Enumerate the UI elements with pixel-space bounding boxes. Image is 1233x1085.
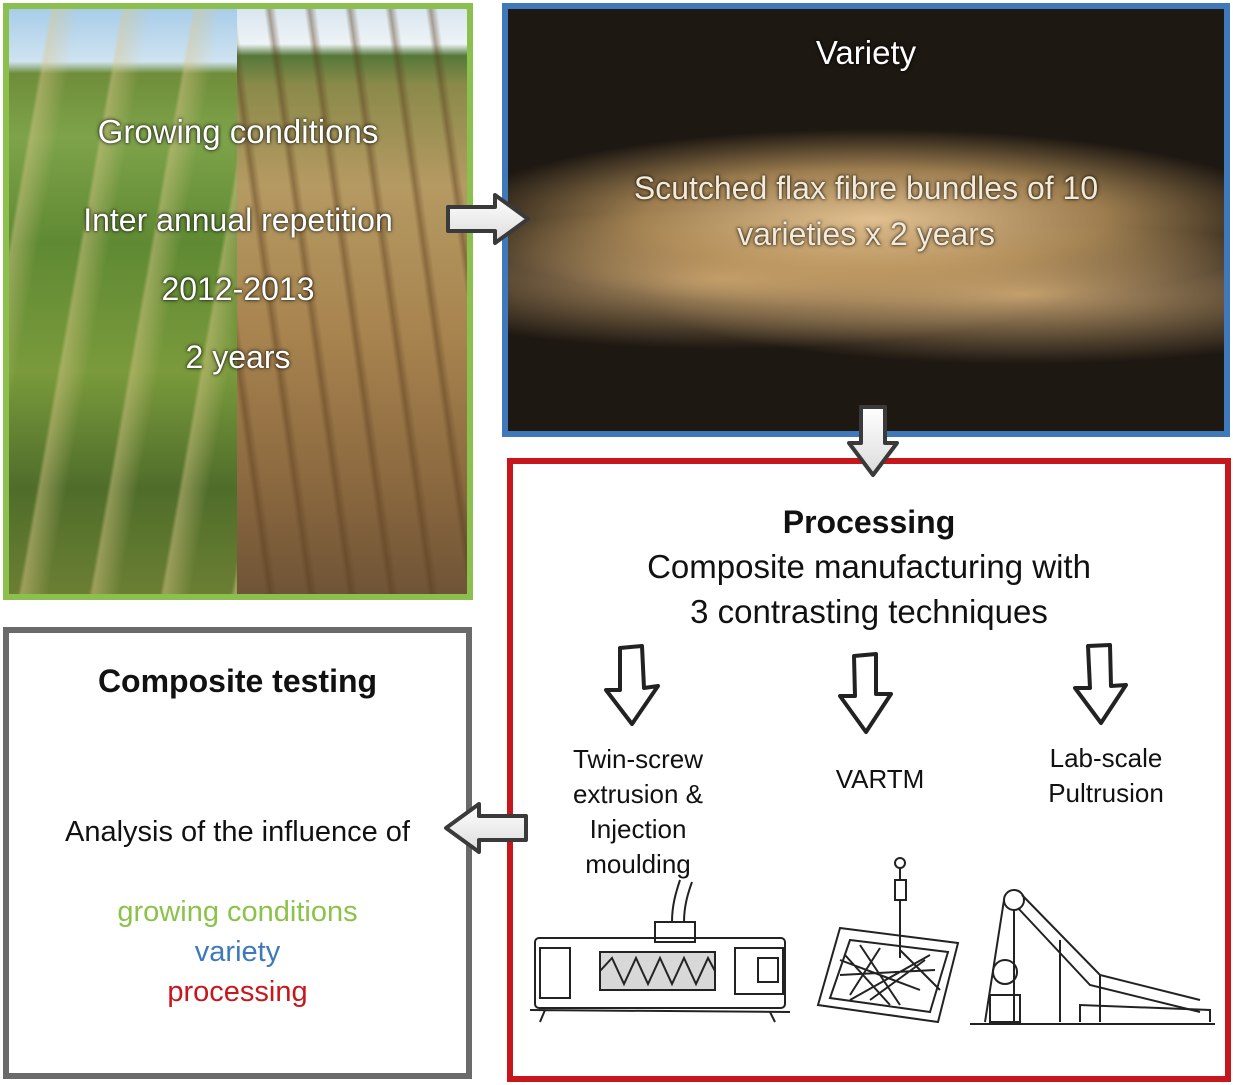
technique-line: Twin-screw: [572, 744, 703, 774]
arrow-left-icon: [444, 802, 528, 854]
technique-line: extrusion &: [572, 779, 704, 809]
arrow-right-icon: [446, 193, 530, 245]
growing-conditions-panel: Growing conditions Inter annual repetiti…: [3, 3, 473, 600]
growing-line-duration: 2 years: [185, 339, 291, 375]
technique-arrow-down-icon: [838, 652, 893, 734]
technique-line: Lab-scale: [1049, 743, 1163, 773]
technique-vartm-label: VARTM: [835, 764, 925, 794]
growing-conditions-title: Growing conditions: [97, 113, 379, 150]
technique-line: Injection: [589, 814, 687, 844]
composite-testing-title: Composite testing: [97, 663, 378, 699]
factor-variety: variety: [194, 936, 281, 968]
processing-title: Processing: [782, 504, 956, 540]
processing-line-manufacturing: Composite manufacturing with: [647, 548, 1091, 585]
variety-title: Variety: [815, 34, 917, 71]
factor-processing: processing: [167, 976, 308, 1008]
processing-line-techniques: 3 contrasting techniques: [690, 593, 1048, 630]
factor-growing-conditions: growing conditions: [117, 896, 358, 928]
analysis-text: Analysis of the influence of: [65, 816, 410, 848]
variety-line-bundles: Scutched flax fibre bundles of 10: [633, 170, 1099, 206]
flax-fibre-bundle-photo: [508, 99, 1224, 399]
variety-panel: Variety Scutched flax fibre bundles of 1…: [502, 3, 1230, 437]
technique-arrow-down-icon: [1073, 643, 1128, 725]
arrow-down-icon: [847, 405, 899, 477]
technique-arrow-down-icon: [604, 644, 660, 726]
technique-line: moulding: [585, 849, 691, 879]
technique-line: Pultrusion: [1048, 778, 1164, 808]
vartm-sketch-icon: [816, 857, 960, 1024]
growing-line-repetition: Inter annual repetition: [83, 202, 393, 238]
pultrusion-sketch-icon: [970, 889, 1215, 1025]
flax-field-green-photo: [9, 9, 237, 594]
flax-field-retted-photo: [237, 9, 467, 594]
growing-line-years-range: 2012-2013: [161, 271, 315, 307]
composite-testing-panel: Composite testing Analysis of the influe…: [3, 627, 472, 1079]
extruder-sketch-icon: [529, 879, 791, 1023]
variety-line-years: varieties x 2 years: [737, 216, 995, 252]
